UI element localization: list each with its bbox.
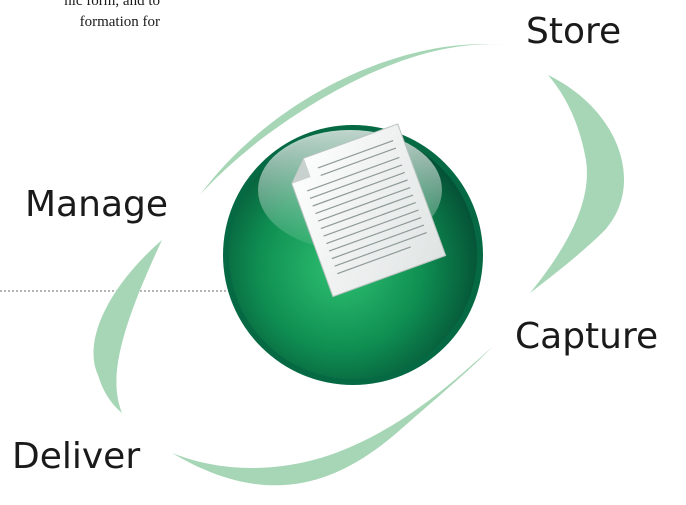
label-deliver: Deliver xyxy=(12,436,140,477)
intro-text-fragment: nic form, and to formation for xyxy=(0,0,160,33)
label-manage: Manage xyxy=(25,184,168,225)
arc-right xyxy=(530,75,625,293)
document-icon xyxy=(291,123,447,298)
label-capture: Capture xyxy=(515,316,658,357)
label-store: Store xyxy=(526,11,621,52)
intro-text-line-1: nic form, and to xyxy=(64,0,160,9)
arc-bottom xyxy=(172,347,492,486)
intro-text-line-2: formation for xyxy=(79,14,160,30)
arc-left xyxy=(93,240,162,413)
